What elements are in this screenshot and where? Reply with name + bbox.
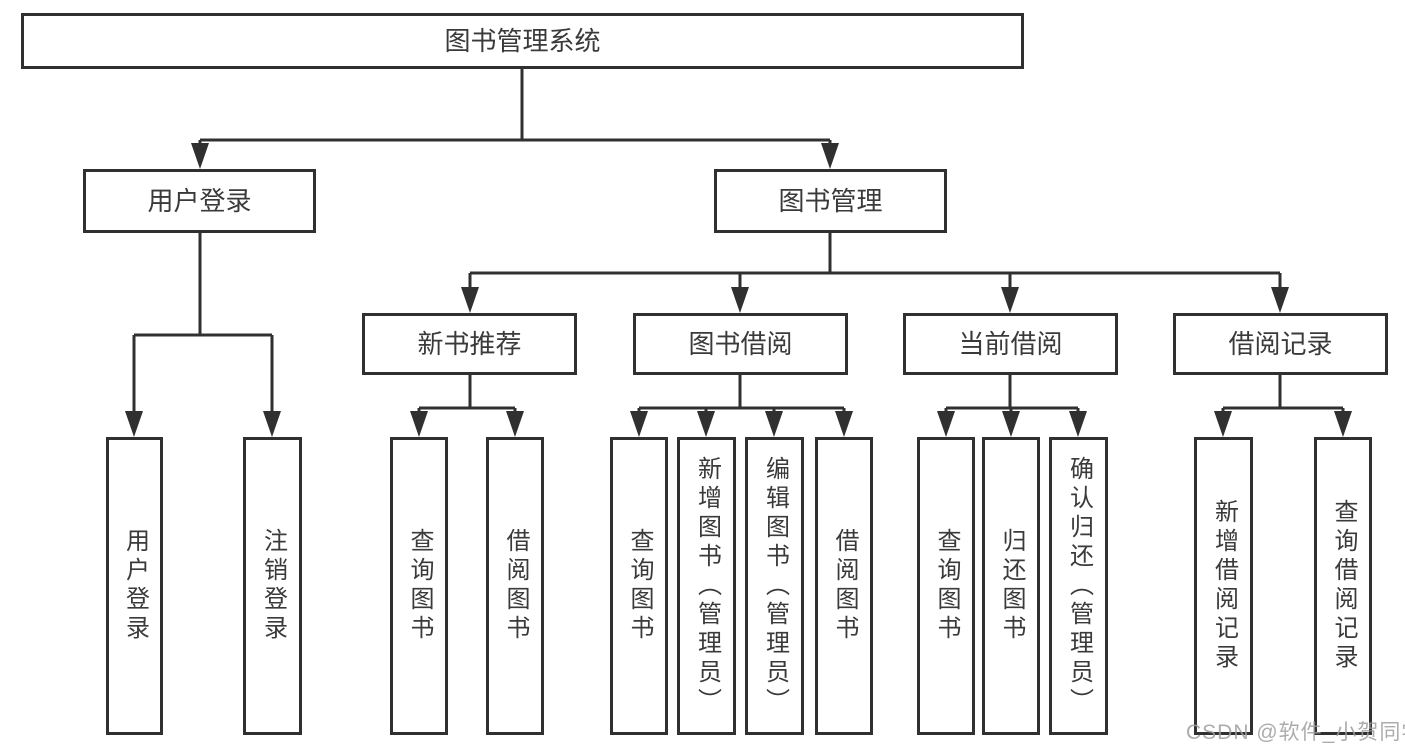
leaf-query-books-borrow: 查询图书: [610, 437, 668, 735]
arrowhead: [410, 411, 428, 437]
connector-book-borrow-group: [630, 375, 853, 437]
leaf-user-login: 用户登录: [106, 437, 163, 735]
arrowhead: [506, 411, 524, 437]
leaf-add-borrow-record: 新增借阅记录: [1194, 437, 1253, 735]
connector-root-to-level2: [191, 69, 839, 169]
node-current-borrowing: 当前借阅: [903, 313, 1118, 375]
arrowhead: [191, 143, 209, 169]
connector-user-login-group: [125, 233, 281, 437]
leaf-borrow-books-recommend: 借阅图书: [486, 437, 544, 735]
node-book-borrowing: 图书借阅: [633, 313, 848, 375]
arrowhead: [630, 411, 648, 437]
leaf-edit-book-admin: 编辑图书（管理员）: [745, 437, 804, 735]
arrowhead: [263, 411, 281, 437]
arrowhead: [835, 411, 853, 437]
arrowhead: [937, 411, 955, 437]
leaf-query-books-current: 查询图书: [917, 437, 975, 735]
connector-new-book-group: [410, 375, 524, 437]
connector-borrow-records-group: [1214, 375, 1352, 437]
leaf-confirm-return-admin: 确认归还（管理员）: [1049, 437, 1108, 735]
node-book-management: 图书管理: [714, 169, 947, 233]
connector-current-borrow-group: [937, 375, 1087, 437]
node-new-book-recommend: 新书推荐: [362, 313, 577, 375]
node-user-login: 用户登录: [83, 169, 316, 233]
arrowhead: [1214, 411, 1232, 437]
leaf-return-books: 归还图书: [982, 437, 1040, 735]
arrowhead: [1334, 411, 1352, 437]
arrowhead: [125, 411, 143, 437]
node-borrowing-records: 借阅记录: [1173, 313, 1388, 375]
leaf-query-books-recommend: 查询图书: [390, 437, 448, 735]
arrowhead: [461, 287, 479, 313]
leaf-borrow-books: 借阅图书: [815, 437, 873, 735]
arrowhead: [1002, 411, 1020, 437]
connector-book-management-group: [461, 233, 1289, 313]
node-library-system: 图书管理系统: [21, 13, 1024, 69]
csdn-watermark: CSDN @软件_小贺同学: [1186, 721, 1405, 744]
leaf-add-book-admin: 新增图书（管理员）: [677, 437, 736, 735]
arrowhead: [697, 411, 715, 437]
arrowhead: [1271, 287, 1289, 313]
arrowhead: [731, 287, 749, 313]
arrowhead: [765, 411, 783, 437]
arrowhead: [1069, 411, 1087, 437]
leaf-logout: 注销登录: [243, 437, 302, 735]
arrowhead: [821, 143, 839, 169]
arrowhead: [1001, 287, 1019, 313]
leaf-query-borrow-record: 查询借阅记录: [1314, 437, 1372, 735]
